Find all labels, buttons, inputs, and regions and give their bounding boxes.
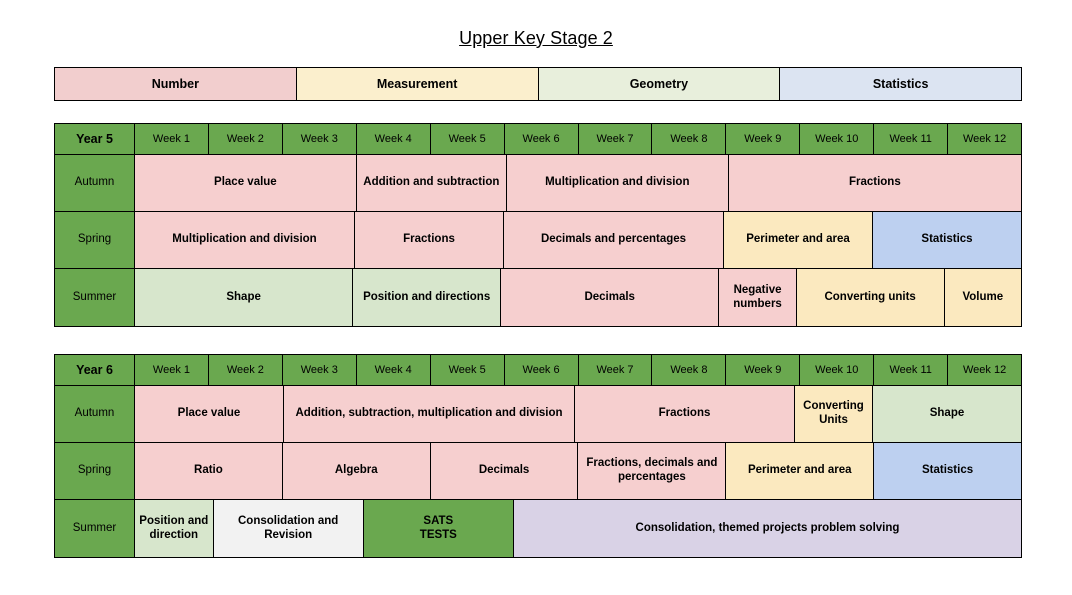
week-header-5: Week 5 xyxy=(430,124,505,154)
topic-cell[interactable]: Shape xyxy=(135,269,354,326)
topic-cell[interactable]: Negative numbers xyxy=(719,269,797,326)
term-label: Autumn xyxy=(55,386,135,442)
topic-cell[interactable]: Statistics xyxy=(873,212,1021,268)
week-header-2: Week 2 xyxy=(208,124,283,154)
week-header-10: Week 10 xyxy=(800,124,875,154)
legend-item-geometry: Geometry xyxy=(538,68,781,100)
topic-cell[interactable]: Place value xyxy=(135,155,357,211)
topic-cell[interactable]: Decimals and percentages xyxy=(504,212,724,268)
week-header-3: Week 3 xyxy=(282,124,357,154)
week-header-7: Week 7 xyxy=(578,124,653,154)
week-header-4: Week 4 xyxy=(356,124,431,154)
topic-cell[interactable]: Perimeter and area xyxy=(724,212,873,268)
week-header-6: Week 6 xyxy=(504,124,579,154)
week-header-6: Week 6 xyxy=(504,355,579,385)
week-header-1: Week 1 xyxy=(135,124,209,154)
term-label: Spring xyxy=(55,443,135,499)
topic-cell[interactable]: Converting units xyxy=(796,269,945,326)
year-label: Year 6 xyxy=(55,355,135,385)
week-header-12: Week 12 xyxy=(948,355,1022,385)
topic-cell[interactable]: Converting Units xyxy=(795,386,873,442)
topic-cell[interactable]: Volume xyxy=(944,269,1021,326)
year-label: Year 5 xyxy=(55,124,135,154)
topic-cell[interactable]: Ratio xyxy=(135,443,283,499)
legend-item-number: Number xyxy=(55,68,297,100)
topic-cell[interactable]: Position and directions xyxy=(353,269,502,326)
topic-cell[interactable]: Fractions xyxy=(728,155,1021,211)
week-header-7: Week 7 xyxy=(578,355,653,385)
topic-cell[interactable]: Place value xyxy=(135,386,284,442)
week-header-1: Week 1 xyxy=(135,355,209,385)
topic-cell[interactable]: Addition and subtraction xyxy=(356,155,507,211)
topic-cell[interactable]: Fractions xyxy=(355,212,504,268)
topic-cell[interactable]: Algebra xyxy=(282,443,431,499)
legend-item-statistics: Statistics xyxy=(780,68,1021,100)
week-header-8: Week 8 xyxy=(652,124,727,154)
topic-cell[interactable]: SATS TESTS xyxy=(363,500,514,557)
term-label: Summer xyxy=(55,269,135,326)
topic-cell[interactable]: Shape xyxy=(873,386,1021,442)
week-header-4: Week 4 xyxy=(356,355,431,385)
week-header-10: Week 10 xyxy=(800,355,875,385)
topic-cell[interactable]: Perimeter and area xyxy=(726,443,875,499)
legend-item-measurement: Measurement xyxy=(296,68,539,100)
term-label: Autumn xyxy=(55,155,135,211)
week-header-3: Week 3 xyxy=(282,355,357,385)
term-label: Summer xyxy=(55,500,135,557)
week-header-8: Week 8 xyxy=(652,355,727,385)
week-header-5: Week 5 xyxy=(430,355,505,385)
week-header-12: Week 12 xyxy=(948,124,1022,154)
topic-cell[interactable]: Consolidation and Revision xyxy=(213,500,364,557)
week-header-11: Week 11 xyxy=(874,355,949,385)
week-header-9: Week 9 xyxy=(726,124,801,154)
topic-cell[interactable]: Addition, subtraction, multiplication an… xyxy=(284,386,575,442)
topic-cell[interactable]: Position and direction xyxy=(135,500,214,557)
page-title: Upper Key Stage 2 xyxy=(459,28,613,48)
week-header-11: Week 11 xyxy=(874,124,949,154)
week-header-9: Week 9 xyxy=(726,355,801,385)
topic-cell[interactable]: Decimals xyxy=(501,269,720,326)
topic-cell[interactable]: Fractions xyxy=(575,386,795,442)
topic-cell[interactable]: Multiplication and division xyxy=(135,212,355,268)
week-header-2: Week 2 xyxy=(208,355,283,385)
topic-cell[interactable]: Decimals xyxy=(430,443,579,499)
topic-cell[interactable]: Statistics xyxy=(874,443,1021,499)
topic-cell[interactable]: Multiplication and division xyxy=(506,155,729,211)
topic-cell[interactable]: Consolidation, themed projects problem s… xyxy=(513,500,1021,557)
term-label: Spring xyxy=(55,212,135,268)
topic-cell[interactable]: Fractions, decimals and percentages xyxy=(578,443,727,499)
